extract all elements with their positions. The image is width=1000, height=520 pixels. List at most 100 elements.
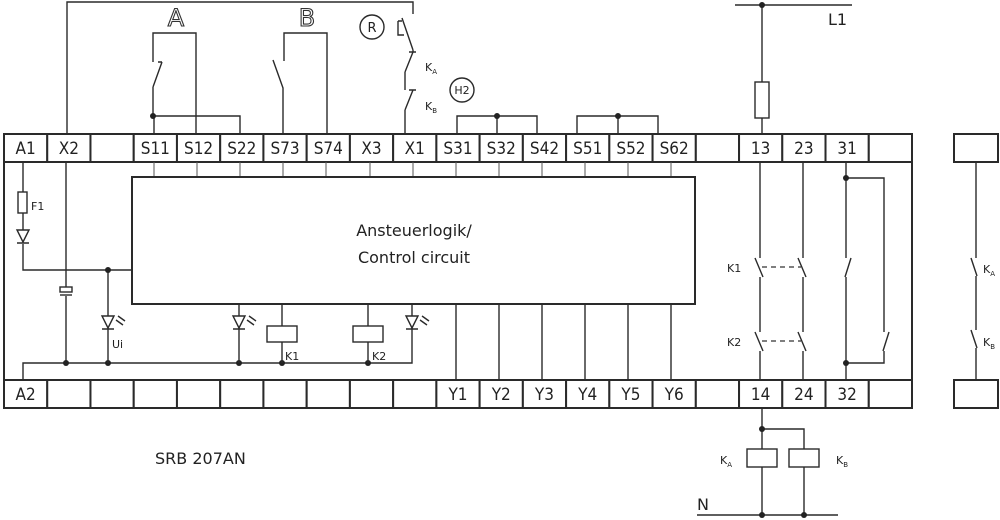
h2-label: H2 <box>454 84 469 97</box>
terminal-s31: S31 <box>435 133 481 163</box>
terminal-label: S51 <box>573 139 602 159</box>
led-icon <box>404 315 430 330</box>
terminal-label: 32 <box>837 385 856 405</box>
terminal-y4: Y4 <box>565 379 611 409</box>
coil-kb-label: KB <box>836 454 848 469</box>
h2-indicator-icon <box>449 77 475 103</box>
control-circuit-block <box>131 176 696 305</box>
ka-contact-label: KA <box>983 263 995 278</box>
control-circuit-label-line1: Ansteuerlogik/ <box>356 221 472 240</box>
terminal-label: S73 <box>270 139 299 159</box>
relay-k2: K2 <box>352 304 386 363</box>
terminal-label: S52 <box>616 139 645 159</box>
terminal-s52: S52 <box>608 133 654 163</box>
terminal-label: S12 <box>184 139 213 159</box>
y-output-lines <box>455 304 672 380</box>
terminal-label: 31 <box>837 139 856 159</box>
led-icon <box>231 315 257 330</box>
terminal-label: S32 <box>487 139 516 159</box>
led-status-2 <box>404 304 430 335</box>
capacitor-icon <box>59 286 73 293</box>
terminal-blank <box>305 379 351 409</box>
terminal-label: 13 <box>751 139 770 159</box>
coil-kb-icon <box>788 448 820 468</box>
ka-label: KA <box>425 61 437 76</box>
terminal-x2: X2 <box>46 133 92 163</box>
terminal-label: S31 <box>443 139 472 159</box>
terminal-a2: A2 <box>3 379 49 409</box>
x2-path <box>59 162 73 363</box>
terminal-24: 24 <box>781 379 827 409</box>
reset-button-icon <box>359 14 385 40</box>
terminal-s51: S51 <box>565 133 611 163</box>
terminal-label: 14 <box>751 385 770 405</box>
terminal-14: 14 <box>738 379 784 409</box>
terminal-label: Y5 <box>620 385 640 405</box>
contact-k1-label: K1 <box>727 262 741 275</box>
terminal-y2: Y2 <box>478 379 524 409</box>
terminal-blank <box>348 379 395 409</box>
coil-ka-icon <box>746 448 778 468</box>
terminal-s12: S12 <box>175 133 222 163</box>
terminal-23: 23 <box>781 133 827 163</box>
terminal-blank <box>262 379 308 409</box>
relay-coil-icon <box>352 325 384 343</box>
supply-path-a1: F1 <box>15 162 132 271</box>
terminal-s42: S42 <box>521 133 568 163</box>
fuse-f1-icon <box>17 191 28 214</box>
terminal-label: X1 <box>405 139 425 159</box>
terminal-label: S42 <box>530 139 559 159</box>
terminal-label: A1 <box>16 139 36 159</box>
terminal-a1: A1 <box>3 133 49 163</box>
terminal-blank <box>694 133 741 163</box>
switch-b: B <box>272 3 328 134</box>
kb-contact-label: KB <box>983 336 995 351</box>
terminal-label: Y2 <box>491 385 511 405</box>
terminal-y3: Y3 <box>521 379 568 409</box>
terminal-13: 13 <box>738 133 784 163</box>
terminal-label: Y1 <box>447 385 467 405</box>
n-label: N <box>697 495 709 514</box>
bottom-terminal-strip: A2 Y1 Y2 Y3 Y4 Y5 Y6 14 24 32 <box>3 379 913 409</box>
terminal-label: Y6 <box>664 385 684 405</box>
terminal-blank <box>89 379 135 409</box>
fuse-icon <box>754 81 770 119</box>
terminal-s62: S62 <box>651 133 697 163</box>
terminal-31: 31 <box>824 133 870 163</box>
terminal-s74: S74 <box>305 133 351 163</box>
terminal-label: A2 <box>16 385 36 405</box>
switch-a: A <box>150 3 241 134</box>
external-contactor-block: KA KB <box>953 133 999 409</box>
contactor-coils: KA KB N <box>697 408 848 518</box>
terminal-blank <box>219 379 265 409</box>
terminal-blank <box>392 379 438 409</box>
terminal-x3: X3 <box>348 133 395 163</box>
terminal-stubs <box>153 162 672 177</box>
terminal-blank <box>867 379 913 409</box>
reset-label: R <box>367 21 376 36</box>
terminal-blank <box>46 379 92 409</box>
output-contacts-k1-k2: K1 K2 <box>727 162 807 380</box>
terminal-blank <box>175 379 222 409</box>
terminal-x1: X1 <box>392 133 438 163</box>
internal-ground-bus <box>22 335 413 380</box>
switch-b-label: B <box>299 4 315 32</box>
terminal-label: 23 <box>794 139 813 159</box>
terminal-label: Y3 <box>534 385 554 405</box>
terminal-s22: S22 <box>219 133 265 163</box>
terminal-label: S62 <box>660 139 689 159</box>
terminal-y6: Y6 <box>651 379 697 409</box>
x2-loop-wire <box>66 1 414 134</box>
kb-label: KB <box>425 100 437 115</box>
terminal-label: S22 <box>227 139 256 159</box>
terminal-label: X3 <box>361 139 381 159</box>
relay-coil-icon <box>266 325 298 343</box>
terminal-label: S74 <box>314 139 343 159</box>
terminal-y5: Y5 <box>608 379 654 409</box>
coil-ka-label: KA <box>720 454 732 469</box>
terminal-s11: S11 <box>132 133 178 163</box>
terminal-label: S11 <box>141 139 170 159</box>
terminal-label: Y4 <box>577 385 597 405</box>
top-terminal-strip: A1 X2 S11 S12 S22 S73 S74 X3 X1 S31 S32 S42 S51 S52 S6… <box>3 133 913 163</box>
